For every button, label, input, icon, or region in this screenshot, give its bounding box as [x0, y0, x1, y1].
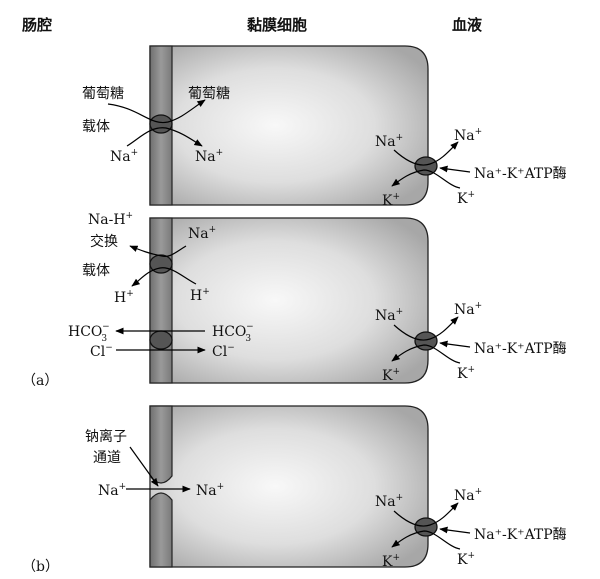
na-label-cell: Na+	[196, 482, 224, 499]
exchanger-label-line2: 交换	[90, 233, 118, 250]
h-label-lumen: H+	[114, 289, 134, 306]
glucose-carrier-protein	[149, 114, 173, 134]
pump-k-in-label: K+	[382, 192, 400, 209]
carrier-label: 载体	[82, 119, 110, 135]
pump-na-in-label: Na+	[375, 307, 403, 324]
panel-label-a: （a）	[22, 373, 58, 389]
exchanger-label-line1: Na-H+	[88, 211, 133, 228]
pump-enzyme-label: Na⁺-K⁺ATP酶	[474, 341, 567, 357]
cell-body	[149, 45, 429, 206]
pump-na-out-label: Na+	[454, 301, 482, 318]
pump-enzyme-label: Na⁺-K⁺ATP酶	[474, 527, 567, 543]
pump-na-out-label: Na+	[454, 127, 482, 144]
pump-na-in-label: Na+	[375, 133, 403, 150]
na-label-lumen: Na+	[110, 148, 138, 165]
carrier-label: 载体	[82, 263, 110, 279]
na-k-pump-protein	[414, 331, 438, 351]
pump-k-out-label: K+	[457, 365, 475, 382]
header-blood: 血液	[452, 16, 483, 34]
hco3-cl-exchanger-protein	[149, 330, 173, 350]
cell-panel-3: 钠离子 通道 Na+ Na+ Na+ Na+ Na⁺-K⁺ATP酶 K+ K+	[85, 405, 567, 570]
pump-k-out-label: K+	[457, 551, 475, 568]
h-label-cell: H+	[190, 287, 210, 304]
pump-na-out-label: Na+	[454, 487, 482, 504]
cell-panel-1: 葡萄糖 葡萄糖 载体 Na+ Na+ Na+ Na+ Na⁺-K⁺ATP酶 K+…	[82, 45, 567, 209]
cl-label-cell: Cl−	[212, 343, 235, 360]
hco3-label-cell: HCO3−	[212, 322, 254, 344]
header-mucosal-cell: 黏膜细胞	[247, 16, 307, 34]
na-k-pump-protein	[414, 156, 438, 176]
glucose-label-cell: 葡萄糖	[188, 86, 230, 102]
cell-body	[149, 217, 429, 384]
na-label-cell: Na+	[188, 225, 216, 242]
na-k-pump-protein	[414, 517, 438, 537]
glucose-label-lumen: 葡萄糖	[82, 86, 124, 102]
apical-membrane	[149, 217, 173, 384]
apical-membrane-upper	[149, 405, 173, 484]
pump-k-out-label: K+	[457, 190, 475, 207]
pump-k-in-label: K+	[382, 553, 400, 570]
cell-body	[149, 405, 429, 568]
pump-enzyme-label: Na⁺-K⁺ATP酶	[474, 166, 567, 182]
pump-na-in-label: Na+	[375, 493, 403, 510]
na-label-lumen: Na+	[98, 482, 126, 499]
na-label-cell: Na+	[195, 148, 223, 165]
apical-membrane-lower	[149, 492, 173, 568]
hco3-label-lumen: HCO3−	[68, 322, 110, 344]
channel-label-line2: 通道	[93, 450, 121, 466]
channel-label-line1: 钠离子	[85, 428, 127, 445]
cell-panel-2: Na-H+ 交换 载体 Na+ H+ H+ HCO3− HCO3− Cl− Cl…	[68, 211, 567, 384]
header-lumen: 肠腔	[22, 16, 52, 34]
cl-label-lumen: Cl−	[90, 343, 113, 360]
panel-label-b: （b）	[22, 559, 59, 575]
pump-k-in-label: K+	[382, 367, 400, 384]
